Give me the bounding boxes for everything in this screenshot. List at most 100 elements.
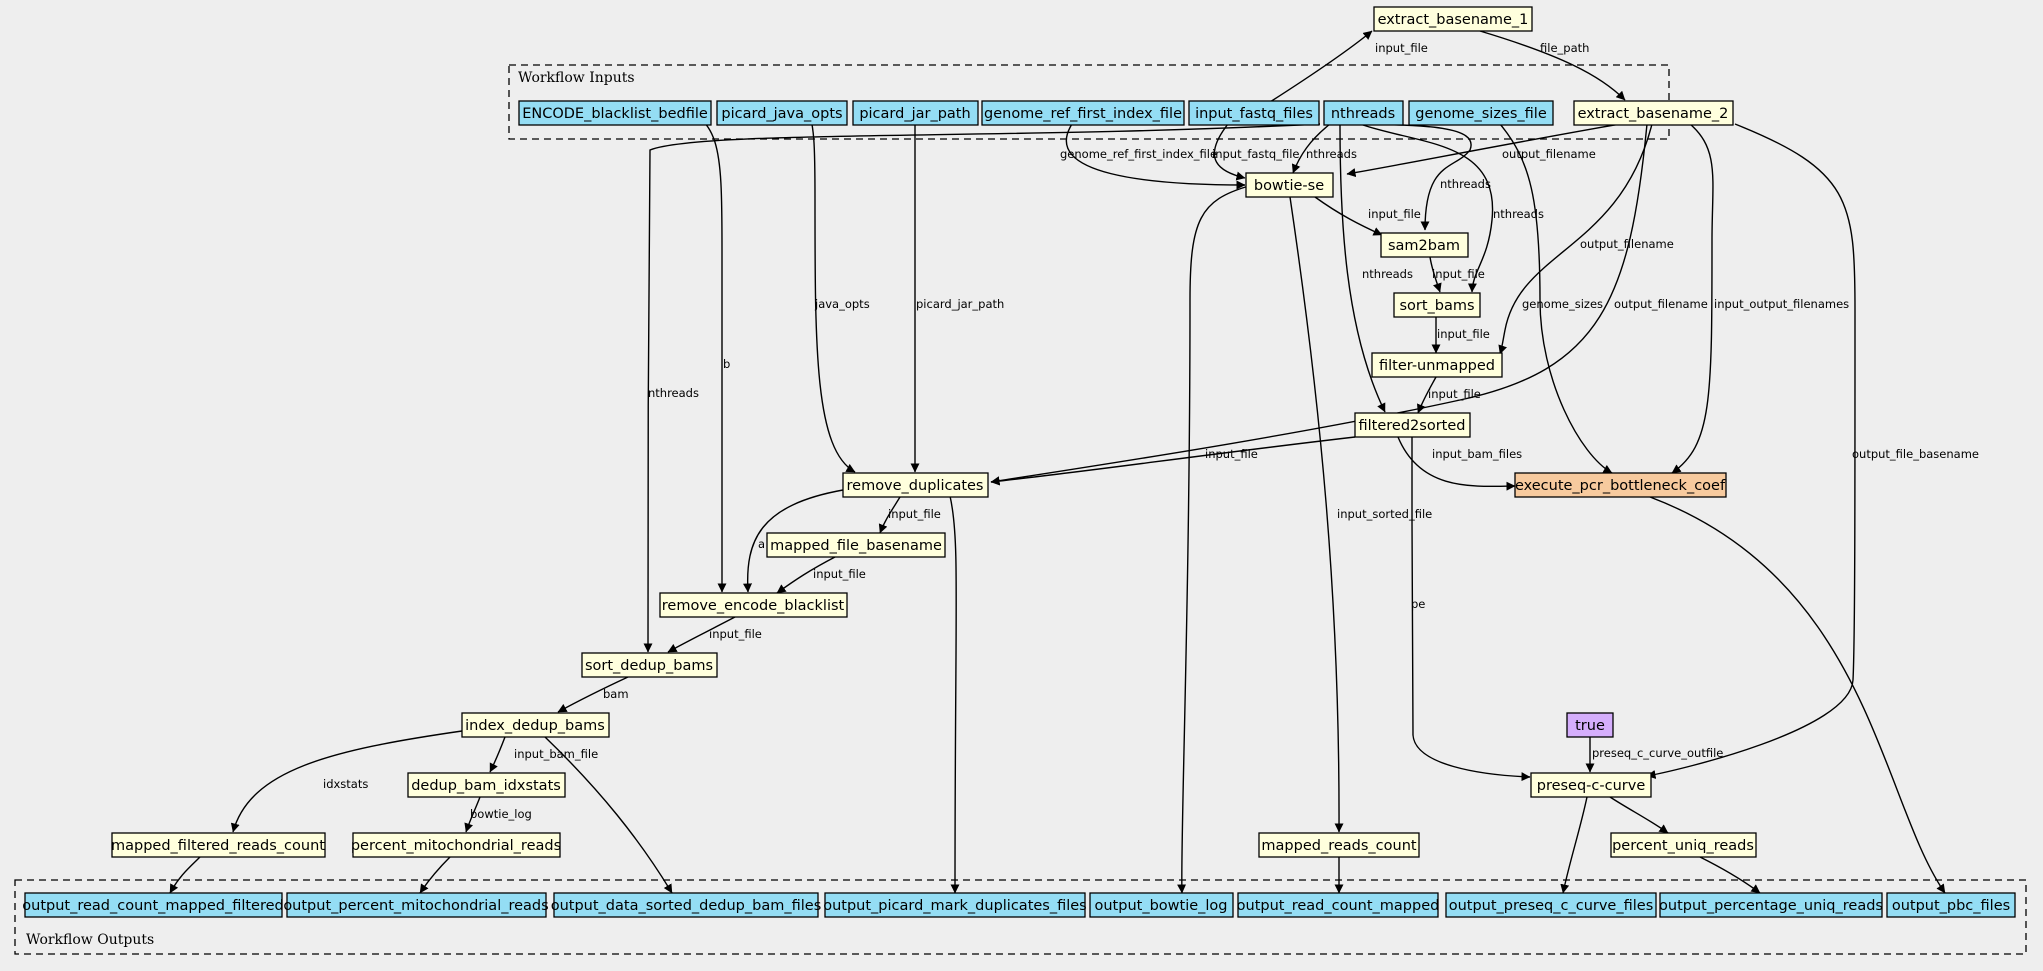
- edge-nthreads-to-sort-bams: [1359, 123, 1494, 293]
- node-output-percentage-uniq-reads[interactable]: output_percentage_uniq_reads: [1659, 892, 1883, 918]
- svg-text:filtered2sorted: filtered2sorted: [1359, 418, 1466, 434]
- node-execute-pcr-bottleneck-coef[interactable]: execute_pcr_bottleneck_coef: [1514, 472, 1727, 498]
- node-extract-basename-1[interactable]: extract_basename_1: [1373, 6, 1533, 32]
- node-mapped-file-basename[interactable]: mapped_file_basename: [766, 532, 946, 558]
- node-remove-duplicates[interactable]: remove_duplicates: [842, 472, 989, 498]
- workflow-inputs-cluster: Workflow Inputs: [508, 64, 1670, 140]
- node-output-bowtie-log[interactable]: output_bowtie_log: [1089, 892, 1234, 918]
- workflow-inputs-title: Workflow Inputs: [518, 70, 635, 86]
- svg-text:output_pbc_files: output_pbc_files: [1892, 898, 2010, 914]
- node-remove-encode-blacklist[interactable]: remove_encode_blacklist: [659, 592, 848, 618]
- edge-nthreads-to-filtered2sorted: [1339, 123, 1386, 413]
- node-percent-mitochondrial-reads[interactable]: percent_mitochondrial_reads: [351, 832, 561, 858]
- svg-text:nthreads: nthreads: [1331, 106, 1395, 122]
- node-mapped-reads-count[interactable]: mapped_reads_count: [1258, 832, 1420, 858]
- edge-extract-basename-2-to-pcr: [1671, 123, 1714, 474]
- node-dedup-bam-idxstats[interactable]: dedup_bam_idxstats: [407, 772, 566, 798]
- node-filtered2sorted[interactable]: filtered2sorted: [1354, 412, 1471, 438]
- edge-filtered2sorted-to-pcr: [1397, 436, 1516, 491]
- node-nthreads[interactable]: nthreads: [1323, 100, 1404, 126]
- svg-text:output_read_count_mapped: output_read_count_mapped: [1237, 898, 1440, 914]
- node-sort-bams[interactable]: sort_bams: [1393, 292, 1481, 318]
- edge-bowtie-to-mapped-reads-count: [1289, 196, 1344, 833]
- node-true-constant[interactable]: true: [1566, 712, 1614, 738]
- edge-label-nthreads-bowtie: nthreads: [1306, 147, 1357, 161]
- node-encode-blacklist-bedfile[interactable]: ENCODE_blacklist_bedfile: [518, 100, 712, 126]
- node-sam2bam[interactable]: sam2bam: [1380, 232, 1469, 258]
- edge-label-nthreads-sort-dedup-bams: nthreads: [648, 386, 699, 400]
- edge-label-java-opts: java_opts: [814, 297, 870, 311]
- svg-text:bowtie-se: bowtie-se: [1254, 178, 1324, 194]
- edge-label-output-basename-file: input_file: [813, 567, 866, 581]
- node-preseq-c-curve[interactable]: preseq-c-curve: [1530, 772, 1652, 798]
- edge-extract-basename-2-to-filter-unmapped: [1498, 123, 1653, 355]
- edge-sort-dedup-bams-to-index-dedup-bams: [557, 676, 629, 713]
- node-output-preseq-c-curve-files[interactable]: output_preseq_c_curve_files: [1445, 892, 1657, 918]
- svg-text:input_fastq_files: input_fastq_files: [1195, 106, 1313, 122]
- svg-text:filter-unmapped: filter-unmapped: [1379, 358, 1495, 374]
- node-picard-java-opts[interactable]: picard_java_opts: [716, 100, 848, 126]
- svg-text:output_bowtie_log: output_bowtie_log: [1095, 898, 1228, 914]
- svg-text:preseq-c-curve: preseq-c-curve: [1537, 778, 1646, 794]
- edge-input-fastq-to-extract-basename-1: [1269, 30, 1373, 103]
- edge-label-nthreads-sam2bam: nthreads: [1440, 177, 1491, 191]
- edges: input_file file_path genome_ref_first_in…: [169, 30, 1979, 894]
- svg-text:sort_dedup_bams: sort_dedup_bams: [585, 658, 713, 674]
- node-genome-ref-first-index-file[interactable]: genome_ref_first_index_file: [981, 100, 1185, 126]
- edge-label-bam: input_bam_file: [514, 747, 598, 761]
- svg-text:percent_mitochondrial_reads: percent_mitochondrial_reads: [351, 838, 561, 854]
- edge-label-input-file-sort-dedup-bams: input_file: [709, 627, 762, 641]
- svg-text:remove_encode_blacklist: remove_encode_blacklist: [662, 598, 845, 614]
- workflow-outputs-cluster: Workflow Outputs: [14, 879, 2027, 955]
- node-index-dedup-bams[interactable]: index_dedup_bams: [461, 712, 610, 738]
- svg-text:extract_basename_1: extract_basename_1: [1378, 12, 1529, 28]
- edge-encode-blacklist-to-remove-encode-blacklist: [669, 101, 727, 593]
- node-extract-basename-2[interactable]: extract_basename_2: [1573, 100, 1734, 126]
- edge-label-pe: preseq_c_curve_outfile: [1592, 746, 1723, 760]
- workflow-outputs-title: Workflow Outputs: [26, 932, 154, 948]
- edge-genome-sizes-to-pcr: [1499, 123, 1613, 474]
- node-output-percent-mitochondrial-reads[interactable]: output_percent_mitochondrial_reads: [283, 892, 549, 918]
- edge-label-input-file-index-dedup-bams: bam: [603, 687, 629, 701]
- edge-remove-duplicates-to-remove-encode-blacklist-a: [743, 489, 844, 593]
- node-output-read-count-mapped[interactable]: output_read_count_mapped: [1237, 892, 1440, 918]
- node-mapped-filtered-reads-count[interactable]: mapped_filtered_reads_count: [111, 832, 326, 858]
- svg-text:percent_uniq_reads: percent_uniq_reads: [1612, 838, 1754, 854]
- svg-text:dedup_bam_idxstats: dedup_bam_idxstats: [411, 778, 561, 794]
- edge-label-genome-ref-first-index-file: genome_ref_first_index_file: [1060, 147, 1217, 161]
- edge-label-output-filename-remove-duplicates: output_filename: [1614, 297, 1708, 311]
- node-output-read-count-mapped-filtered[interactable]: output_read_count_mapped_filtered: [22, 892, 284, 918]
- edge-to-output-bowtie-log: [1177, 185, 1250, 894]
- edge-label-a: a: [758, 537, 765, 551]
- node-bowtie-se[interactable]: bowtie-se: [1245, 172, 1334, 198]
- svg-text:genome_sizes_file: genome_sizes_file: [1415, 106, 1547, 122]
- edge-label-nthreads-sort-bams: nthreads: [1493, 207, 1544, 221]
- edge-nthreads-to-sort-dedup-bams: [643, 123, 1321, 653]
- svg-text:output_picard_mark_duplicates_: output_picard_mark_duplicates_files: [823, 898, 1087, 914]
- edge-filter-unmapped-to-filtered2sorted: [1416, 376, 1437, 414]
- node-input-fastq-files[interactable]: input_fastq_files: [1188, 100, 1320, 126]
- svg-text:genome_ref_first_index_file: genome_ref_first_index_file: [984, 106, 1182, 122]
- node-picard-jar-path[interactable]: picard_jar_path: [852, 100, 979, 126]
- node-output-pbc-files[interactable]: output_pbc_files: [1886, 892, 2016, 918]
- svg-text:output_read_count_mapped_filte: output_read_count_mapped_filtered: [22, 898, 283, 914]
- edge-label-output-file-basename: output_file_basename: [1852, 447, 1979, 461]
- edge-to-output-data-sorted-dedup: [544, 736, 673, 894]
- edge-label-input-file-mapped-file-basename: input_file: [888, 507, 941, 521]
- node-genome-sizes-file[interactable]: genome_sizes_file: [1408, 100, 1554, 126]
- node-percent-uniq-reads[interactable]: percent_uniq_reads: [1610, 832, 1757, 858]
- node-output-data-sorted-dedup-bam-files[interactable]: output_data_sorted_dedup_bam_files: [551, 892, 822, 918]
- node-sort-dedup-bams[interactable]: sort_dedup_bams: [581, 652, 718, 678]
- edge-label-input-file-sort-bams: input_file: [1432, 267, 1485, 281]
- edge-filtered2sorted-to-remove-duplicates: [990, 436, 1356, 486]
- edge-label-idxstats: bowtie_log: [470, 807, 532, 821]
- node-output-picard-mark-duplicates-files[interactable]: output_picard_mark_duplicates_files: [823, 892, 1087, 918]
- edge-label-picard-jar-path: picard_jar_path: [916, 297, 1004, 311]
- edge-extract-basename-1-to-2: [1479, 30, 1626, 101]
- edge-extract-basename-2-to-remove-duplicates: [990, 123, 1648, 486]
- svg-text:extract_basename_2: extract_basename_2: [1578, 106, 1729, 122]
- edge-to-output-pbc-files: [1649, 496, 1946, 894]
- node-filter-unmapped[interactable]: filter-unmapped: [1371, 352, 1503, 378]
- svg-text:output_preseq_c_curve_files: output_preseq_c_curve_files: [1449, 898, 1654, 914]
